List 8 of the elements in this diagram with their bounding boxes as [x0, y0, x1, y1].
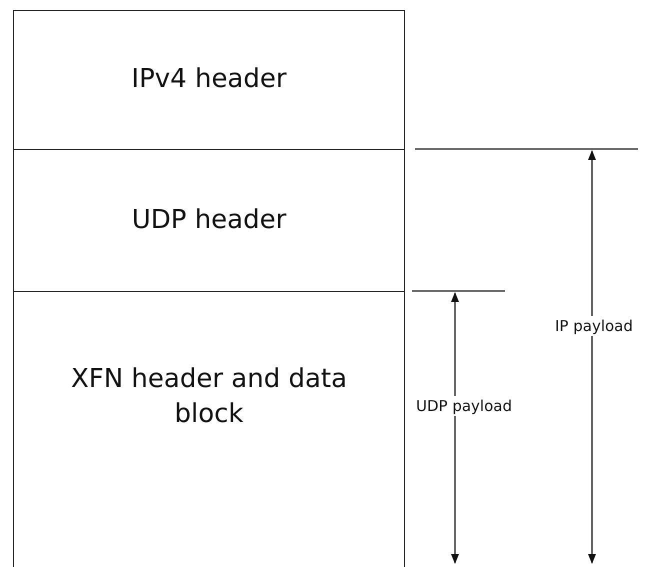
block-label: XFN header and data block: [70, 363, 348, 432]
header-block: [13, 10, 405, 150]
dimension-label: UDP payload: [414, 396, 514, 416]
dimension-label: IP payload: [553, 316, 635, 336]
block-label: UDP header: [132, 204, 286, 237]
data-block: [13, 291, 405, 567]
header-block: [13, 149, 405, 292]
block-label: IPv4 header: [131, 63, 287, 96]
